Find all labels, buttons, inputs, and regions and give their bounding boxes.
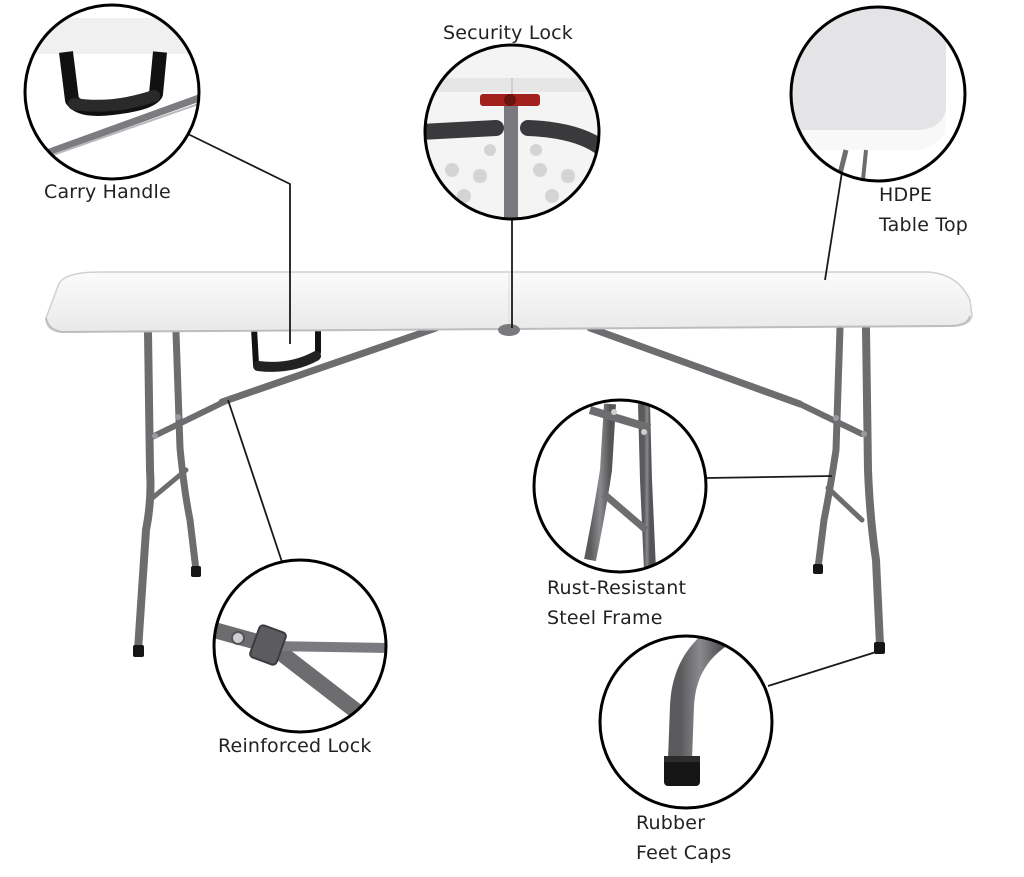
reinforced-lock-leader [227, 399, 283, 563]
reinforced-lock-label: Reinforced Lock [218, 731, 372, 761]
security-lock-knob [498, 324, 520, 336]
table-top-line-2: Table Top [879, 214, 969, 236]
right-legs [586, 324, 884, 649]
left-legs [134, 324, 440, 654]
carry-handle-leader [187, 133, 291, 344]
table-top-inset [789, 5, 967, 183]
right-frame-rivet [861, 431, 867, 437]
table-top-line-1: HDPE [879, 184, 933, 206]
carry-handle-text: Carry Handle [44, 181, 171, 203]
steel-frame-inset [532, 398, 708, 574]
right-front-foot-cap [874, 642, 885, 654]
security-lock-text: Security Lock [443, 22, 573, 44]
left-back-foot-cap [191, 566, 201, 577]
table-top-label: HDPE Table Top [879, 180, 968, 240]
carry-handle-label: Carry Handle [44, 177, 171, 207]
left-frame-rivet [152, 433, 158, 439]
steel-frame-line-2: Steel Frame [547, 607, 663, 629]
right-back-foot-cap [813, 564, 823, 574]
leader-lines [187, 133, 877, 687]
reinforced-lock-text: Reinforced Lock [218, 735, 372, 757]
feet-caps-label: Rubber Feet Caps [636, 808, 731, 868]
steel-frame-leader [705, 475, 833, 479]
steel-frame-line-1: Rust-Resistant [547, 577, 687, 599]
reinforced-lock-inset [212, 558, 388, 734]
feet-caps-leader [767, 651, 877, 687]
table [45, 271, 973, 657]
left-frame-rivet [175, 414, 181, 420]
feet-caps-line-1: Rubber [636, 812, 706, 834]
carry-handle-grip [253, 351, 321, 372]
security-lock-inset [423, 43, 601, 221]
carry-handle-inset [23, 3, 201, 181]
table-top-leader [824, 171, 843, 281]
steel-frame-label: Rust-Resistant Steel Frame [547, 573, 686, 633]
security-lock-label: Security Lock [443, 18, 573, 48]
right-frame-rivet [833, 415, 839, 421]
feet-caps-inset [598, 634, 774, 810]
feet-caps-line-2: Feet Caps [636, 842, 732, 864]
left-front-foot-cap [133, 645, 144, 657]
